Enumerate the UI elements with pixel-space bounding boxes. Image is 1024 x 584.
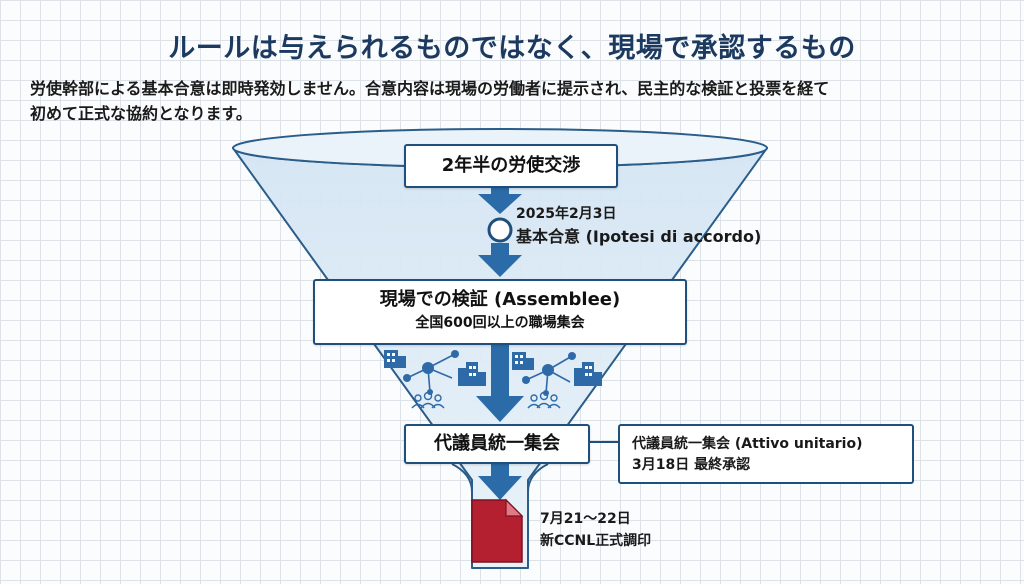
people-icon: [527, 391, 561, 409]
assembly-cluster-right: [512, 352, 602, 409]
assemblies-box: 現場での検証 (Assemblee) 全国600回以上の職場集会: [313, 279, 687, 345]
people-icon: [411, 391, 445, 409]
network-icon: [403, 350, 459, 395]
network-icon: [522, 352, 576, 396]
signing-note: 7月21～22日 新CCNL正式調印: [540, 508, 651, 552]
delegates-callout-sub: 3月18日 最終承認: [632, 457, 751, 473]
intro-line-1: 労使幹部による基本合意は即時発効しません。合意内容は現場の労働者に提示され、民主…: [30, 79, 830, 98]
assemblies-subtitle: 全国600回以上の職場集会: [415, 315, 585, 331]
delegates-box: 代議員統一集会: [404, 424, 590, 464]
delegates-callout-title: 代議員統一集会 (Attivo unitario): [632, 436, 863, 452]
page-title: ルールは与えられるものではなく、現場で承認するもの: [168, 33, 856, 64]
assemblies-title: 現場での検証 (Assemblee): [379, 289, 621, 310]
agreement-note: 2025年2月3日 基本合意 (Ipotesi di accordo): [516, 205, 761, 249]
building-icon: [574, 362, 602, 386]
flow-arrow-3: [476, 343, 524, 422]
intro-line-2: 初めて正式な協約となります。: [30, 104, 252, 123]
flow-arrow-1: [478, 186, 522, 214]
flow-arrow-2: [478, 243, 522, 277]
negotiation-box: 2年半の労使交渉: [404, 144, 618, 188]
signing-label: 新CCNL正式調印: [540, 533, 652, 549]
flow-arrow-4: [478, 462, 522, 500]
building-icon: [512, 352, 534, 370]
delegates-callout: 代議員統一集会 (Attivo unitario) 3月18日 最終承認: [618, 424, 914, 484]
agreement-label: 基本合意 (Ipotesi di accordo): [516, 227, 762, 246]
intro-text: 労使幹部による基本合意は即時発効しません。合意内容は現場の労働者に提示され、民主…: [30, 76, 990, 126]
document-icon: [471, 498, 524, 563]
assembly-cluster-left: [384, 350, 486, 409]
agreement-node: [487, 217, 513, 243]
building-icon: [384, 350, 406, 368]
agreement-date: 2025年2月3日: [516, 206, 617, 222]
signing-date: 7月21～22日: [540, 511, 631, 527]
building-icon: [458, 362, 486, 386]
